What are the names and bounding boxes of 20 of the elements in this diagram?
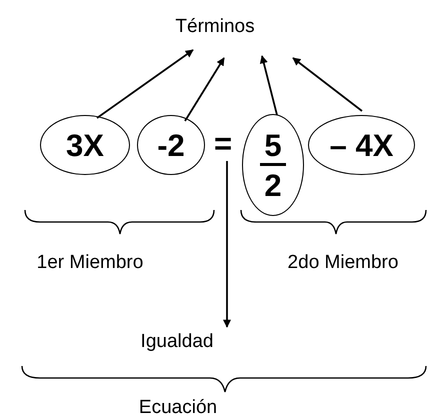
arrow [292,57,363,112]
member-label: 1er Miembro [36,253,144,272]
denominator: 2 [264,166,282,200]
term-text: 3X [66,130,104,160]
arrow [96,49,194,119]
term-ellipse [308,115,415,175]
arrow [184,57,225,122]
equation-label: Ecuación [138,398,218,417]
equality-label: Igualdad [120,328,234,354]
numerator: 5 [260,130,286,166]
term-label: Términos [165,12,265,40]
member-label: 2do Miembro [288,253,398,272]
equals-sign: = [210,125,236,161]
arrow [260,55,278,116]
term-text: – 4X [330,130,394,160]
term-text: -2 [157,130,185,160]
arrow [222,161,232,328]
term-ellipse [40,115,130,175]
term-ellipse [137,115,205,175]
term-ellipse [242,114,304,216]
